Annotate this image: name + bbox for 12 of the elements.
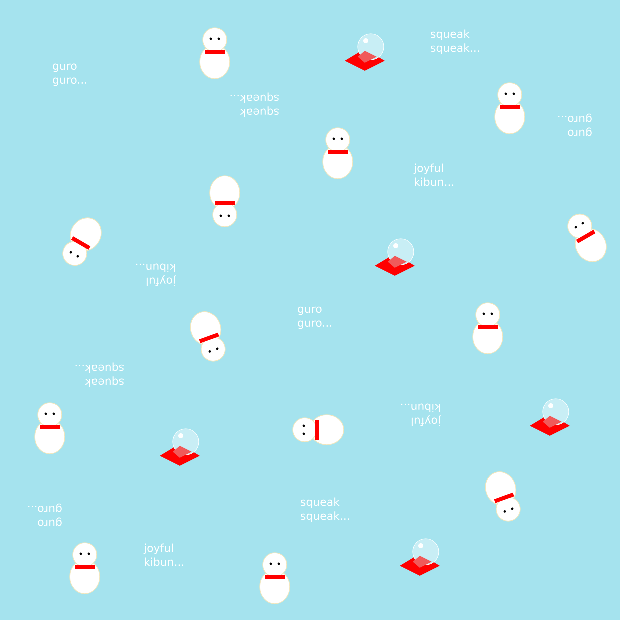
pattern-text: guro guro...: [298, 306, 332, 330]
pattern-text: joyful kibun...: [144, 544, 184, 566]
pattern-text: squeak squeak...: [230, 92, 279, 118]
pattern-text: joyful kibun...: [402, 404, 442, 426]
pattern-text: guro guro...: [28, 504, 62, 526]
pattern-text: squeak squeak...: [76, 362, 124, 388]
pattern-text: squeak squeak...: [301, 498, 350, 522]
pattern-text: joyful kibun...: [414, 164, 454, 186]
pattern-text: guro guro...: [558, 114, 592, 136]
pattern-text: guro guro...: [53, 64, 86, 86]
pattern-text: joyful kibun...: [136, 264, 176, 286]
pattern-text: squeak squeak...: [431, 30, 480, 54]
